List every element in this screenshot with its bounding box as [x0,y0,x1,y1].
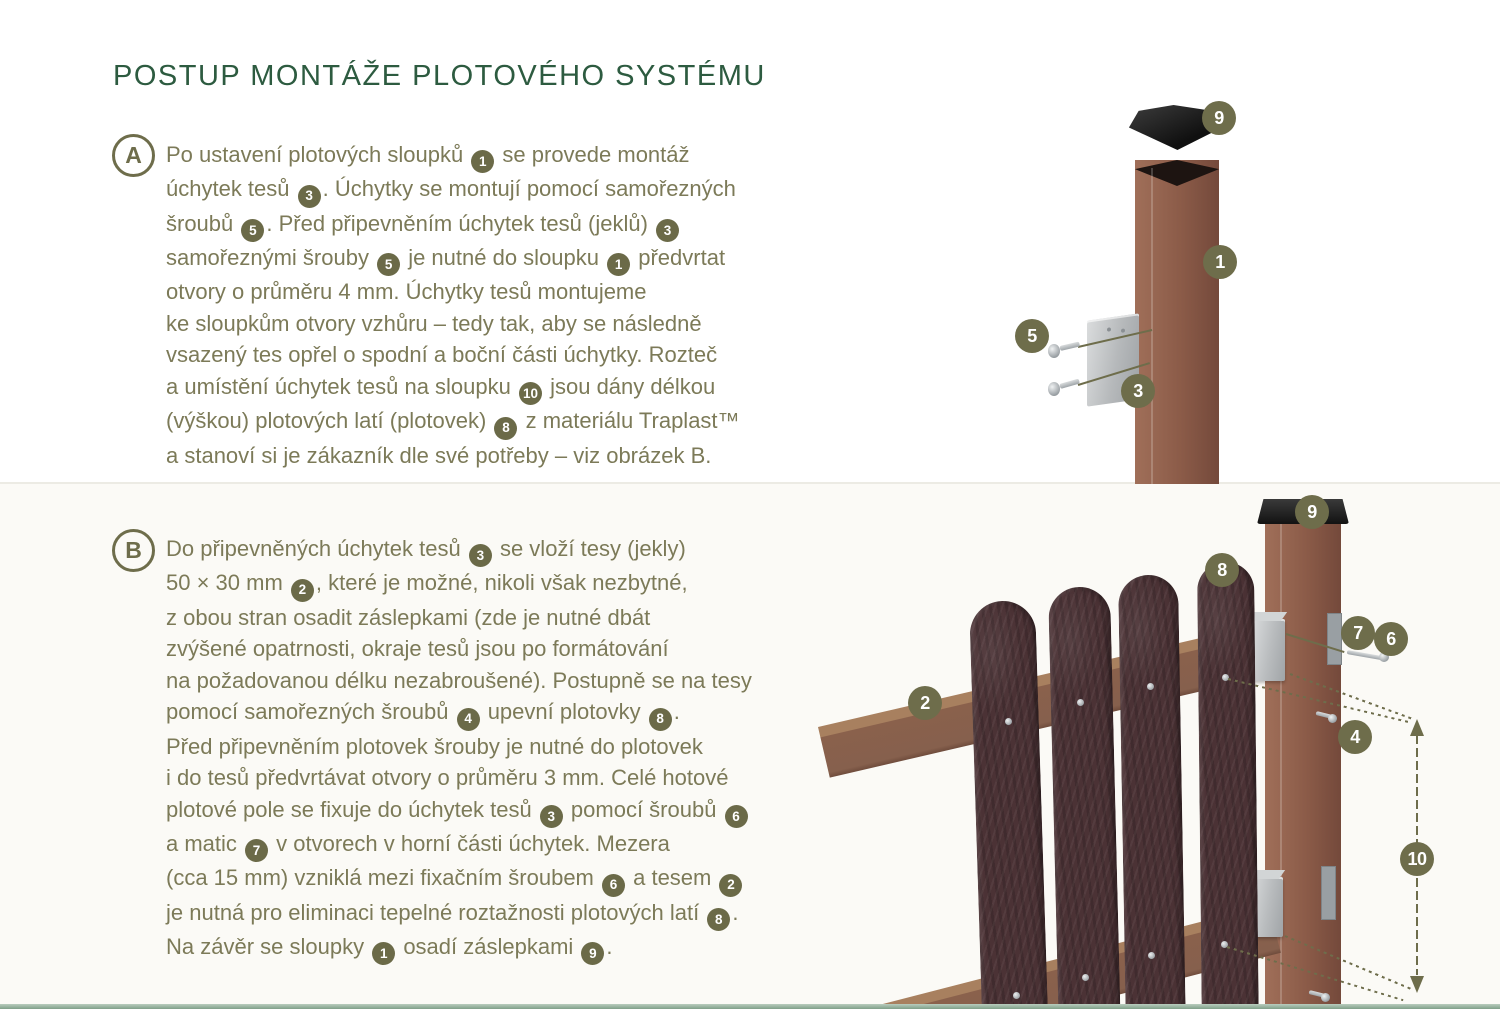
post-hollow-top [1135,160,1219,186]
inline-ref-badge-4: 4 [456,707,480,731]
callout-badge-5: 5 [1015,319,1049,353]
inline-ref-badge-9: 9 [581,942,605,966]
text-line: ke sloupkům otvory vzhůru – tedy tak, ab… [166,310,702,336]
text-line: na požadovanou délku nezabroušené). Post… [166,667,752,693]
section-b-paragraph: Do připevněných úchytek tesů 3 se vloží … [166,533,826,966]
text-line: (výškou) plotových latí (plotovek) 8 z m… [166,405,806,440]
inline-ref-badge-7: 7 [245,839,269,863]
text-line: pomocí samořezných šroubů 4 upevní ploto… [166,696,826,731]
inline-ref-badge-1: 1 [372,942,396,966]
text-line: a stanoví si je zákazník dle své potřeby… [166,442,712,468]
inline-ref-badge-3: 3 [656,218,680,242]
text-line: vsazený tes opřel o spodní a boční části… [166,342,718,368]
footer-accent-line [0,1004,1500,1009]
text-line: z obou stran osadit záslepkami (zde je n… [166,604,651,630]
inline-ref-badge-6: 6 [602,873,625,897]
text-line: i do tesů předvrtávat otvory o průměru 3… [166,765,729,791]
text-line: zvýšené opatrnosti, okraje tesů jsou po … [166,636,669,662]
inline-ref-badge-6: 6 [724,805,748,829]
callout-line [1077,329,1153,348]
section-divider [0,482,1500,484]
section-marker-b: B [112,529,155,572]
inline-ref-badge-2: 2 [719,873,743,897]
bracket-hole [1107,327,1111,332]
callout-badge-1: 1 [1203,245,1237,279]
callout-badge-3: 3 [1121,374,1155,408]
text-line: plotové pole se fixuje do úchytek tesů 3… [166,794,826,829]
inline-ref-badge-1: 1 [471,150,495,174]
text-line: a matic 7 v otvorech v horní části úchyt… [166,828,826,863]
screw-shaft [1059,378,1080,389]
text-line: otvory o průměru 4 mm. Úchytky tesů mont… [166,279,647,305]
screw-head [1048,344,1060,358]
inline-ref-badge-8: 8 [648,707,672,731]
callout-badge-9: 9 [1202,101,1236,135]
text-line: samořeznými šrouby 5 je nutné do sloupku… [166,242,806,277]
text-line: úchytek tesů 3. Úchytky se montují pomoc… [166,173,806,208]
post-corner-highlight [1151,168,1153,484]
page-title: POSTUP MONTÁŽE PLOTOVÉHO SYSTÉMU [113,60,766,92]
text-line: je nutná pro eliminaci tepelné roztažnos… [166,897,826,932]
inline-ref-badge-5: 5 [377,253,401,277]
text-line: Před připevněním plotovek šrouby je nutn… [166,733,703,759]
screw-shaft [1059,341,1081,351]
text-line: Na závěr se sloupky 1 osadí záslepkami 9… [166,931,826,966]
inline-ref-badge-3: 3 [539,805,563,829]
inline-ref-badge-3: 3 [297,184,321,208]
section-marker-a: A [112,134,155,177]
inline-ref-badge-8: 8 [494,416,518,440]
text-line: Do připevněných úchytek tesů 3 se vloží … [166,533,826,568]
callout-line [1077,362,1151,386]
inline-ref-badge-1: 1 [607,253,631,277]
text-line: 50 × 30 mm 2, které je možné, nikoli vša… [166,567,826,602]
inline-ref-badge-3: 3 [468,544,492,568]
fence-post-illustration [1135,160,1219,484]
text-line: (cca 15 mm) vzniklá mezi fixačním šroube… [166,862,826,897]
text-line: šroubů 5. Před připevněním úchytek tesů … [166,208,806,242]
section-a-paragraph: Po ustavení plotových sloupků 1 se prove… [166,139,806,471]
rail-bracket-illustration [1087,313,1139,407]
post-cap-illustration [1128,105,1224,150]
text-line: a umístění úchytek tesů na sloupku 10 js… [166,371,806,406]
inline-ref-badge-5: 5 [241,218,265,242]
inline-ref-badge-10: 10 [518,382,542,406]
inline-ref-badge-2: 2 [290,578,314,602]
screw-head [1048,382,1060,396]
section-marker-b-label: B [125,537,142,563]
section-marker-a-label: A [125,142,142,168]
bracket-hole [1121,328,1125,333]
text-line: Po ustavení plotových sloupků 1 se prove… [166,139,806,174]
inline-ref-badge-8: 8 [707,908,731,932]
